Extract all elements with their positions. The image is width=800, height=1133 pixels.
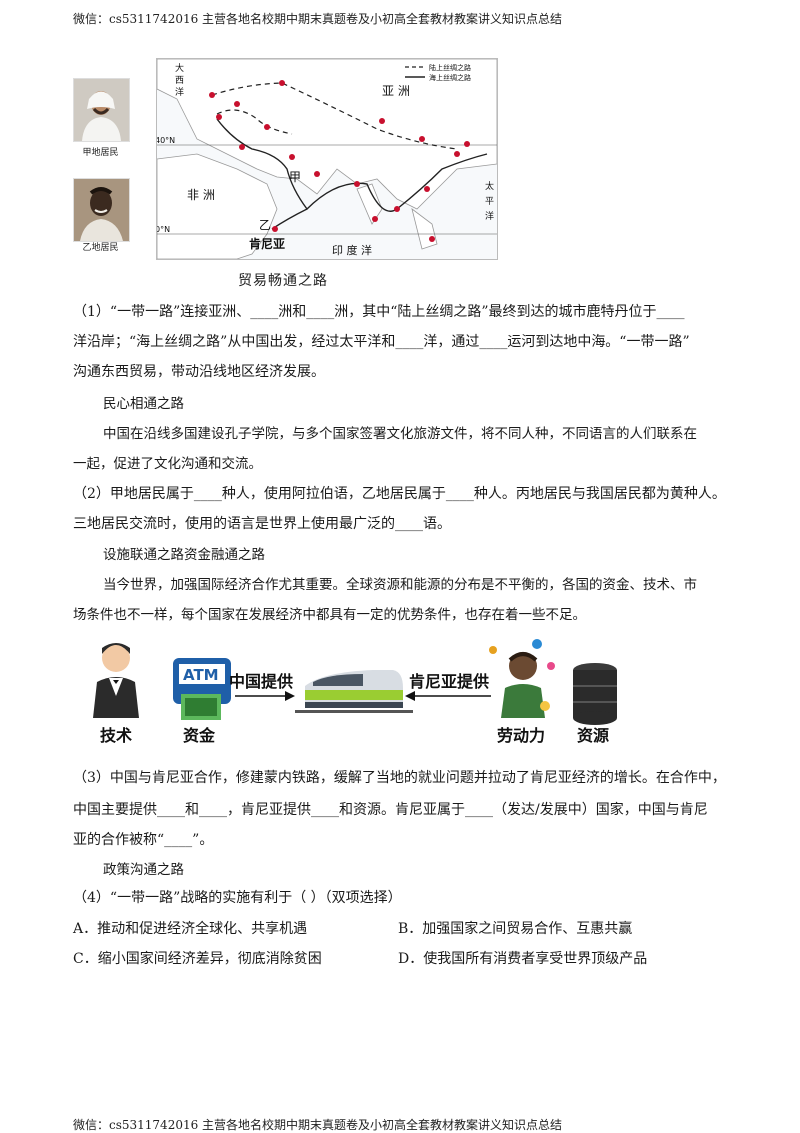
q3-line-3: 亚的合作被称“____”。 <box>73 832 214 848</box>
option-d[interactable]: D．使我国所有消费者享受世界顶级产品 <box>398 951 648 967</box>
worker-icon <box>489 639 555 718</box>
resident-b-caption: 乙地居民 <box>82 243 119 253</box>
oil-barrel-icon <box>573 663 617 725</box>
map-label-indian: 印 度 洋 <box>332 243 372 257</box>
map-label-jia: 甲 <box>289 170 301 184</box>
fund-label: 资金 <box>183 726 216 745</box>
map-lat-40: 40°N <box>157 136 175 145</box>
section-infra: 设施联通之路资金融通之路 <box>103 547 265 563</box>
atm-text: ATM <box>183 666 219 684</box>
kenya-provides-label: 肯尼亚提供 <box>409 672 490 691</box>
q4-stem: （4）“一带一路”战略的实施有利于（ ）（双项选择） <box>73 890 402 906</box>
businessman-icon <box>93 643 139 718</box>
q1-line-1: （1）“一带一路”连接亚洲、____洲和____洲，其中“陆上丝绸之路”最终到达… <box>73 304 685 320</box>
atm-icon <box>173 658 231 720</box>
legend-land: 陆上丝绸之路 <box>429 63 471 72</box>
resident-a-caption: 甲地居民 <box>82 148 119 158</box>
cooperation-illustration: ATM <box>73 636 633 746</box>
infra-text-1: 当今世界，加强国际经济合作尤其重要。全球资源和能源的分布是不平衡的，各国的资金、… <box>103 577 697 593</box>
legend-sea: 海上丝绸之路 <box>429 73 471 82</box>
svg-text:洋: 洋 <box>485 210 494 222</box>
section-policy: 政策沟通之路 <box>103 862 184 878</box>
q2-line-2: 三地居民交流时，使用的语言是世界上使用最广泛的____语。 <box>73 516 451 532</box>
q3-line-1: （3）中国与肯尼亚合作，修建蒙内铁路，缓解了当地的就业问题并拉动了肯尼亚经济的增… <box>73 770 726 786</box>
svg-text:平: 平 <box>485 196 494 207</box>
page-header: 微信：cs5311742016 主营各地名校期中期末真题卷及小初高全套教材教案讲… <box>73 12 563 26</box>
q2-line-1: （2）甲地居民属于____种人，使用阿拉伯语，乙地居民属于____种人。丙地居民… <box>73 486 726 502</box>
map-title: 贸易畅通之路 <box>238 273 328 289</box>
china-provides-label: 中国提供 <box>229 672 294 691</box>
option-c[interactable]: C．缩小国家间经济差异，彻底消除贫困 <box>73 951 322 967</box>
map-label-asia: 亚 洲 <box>382 84 410 98</box>
map-lat-0: 0°N <box>157 225 170 234</box>
train-icon <box>295 670 413 713</box>
q1-line-2: 洋沿岸；“海上丝绸之路”从中国出发，经过太平洋和____洋，通过____运河到达… <box>73 334 690 350</box>
page-footer: 微信：cs5311742016 主营各地名校期中期末真题卷及小初高全套教材教案讲… <box>73 1118 563 1132</box>
option-b[interactable]: B．加强国家之间贸易合作、互惠共赢 <box>398 921 633 937</box>
option-a[interactable]: A．推动和促进经济全球化、共享机遇 <box>73 921 308 937</box>
svg-text:西: 西 <box>175 75 184 86</box>
resident-b-photo <box>73 178 130 242</box>
map-label-kenya: 肯尼亚 <box>249 236 285 251</box>
resident-a-photo <box>73 78 130 142</box>
map-label-yi: 乙 <box>259 218 271 232</box>
svg-text:太: 太 <box>485 180 494 192</box>
people-text-2: 一起，促进了文化沟通和交流。 <box>73 456 262 472</box>
q3-line-2: 中国主要提供____和____，肯尼亚提供____和资源。肯尼亚属于____（发… <box>73 802 708 818</box>
svg-text:大: 大 <box>175 62 184 74</box>
resource-label: 资源 <box>577 726 610 745</box>
infra-text-2: 场条件也不一样，每个国家在发展经济中都具有一定的优势条件，也存在着一些不足。 <box>73 607 586 623</box>
tech-label: 技术 <box>100 726 133 745</box>
labor-label: 劳动力 <box>497 726 546 745</box>
section-people: 民心相通之路 <box>103 396 184 412</box>
people-text-1: 中国在沿线多国建设孔子学院，与多个国家签署文化旅游文件，将不同人种，不同语言的人… <box>103 426 697 442</box>
silk-road-map: 亚 洲 非 洲 印 度 洋 甲 乙 肯尼亚 大西洋 太平洋 40°N 0°N 陆… <box>156 58 498 260</box>
q1-line-3: 沟通东西贸易，带动沿线地区经济发展。 <box>73 364 325 380</box>
map-label-africa: 非 洲 <box>187 188 215 202</box>
svg-text:洋: 洋 <box>175 86 184 98</box>
